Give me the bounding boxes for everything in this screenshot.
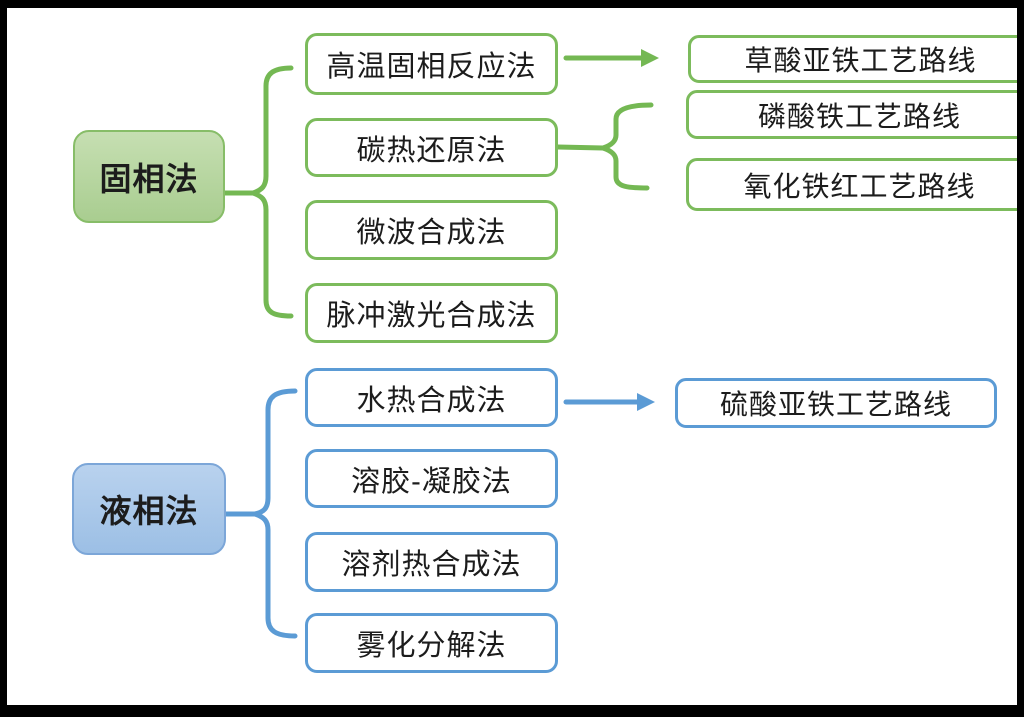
node-route-iron-oxide-red: 氧化铁红工艺路线 — [686, 158, 1017, 211]
node-method-solvothermal: 溶剂热合成法 — [305, 532, 558, 592]
node-method-pulsed-laser-synthesis: 脉冲激光合成法 — [305, 283, 558, 343]
brace-solid-methods-icon — [221, 65, 294, 319]
node-solid-phase-category: 固相法 — [73, 130, 225, 223]
node-method-carbothermal-reduction: 碳热还原法 — [305, 118, 558, 177]
brace-liquid-methods-icon — [223, 388, 298, 639]
arrow-green-icon — [563, 49, 659, 67]
node-liquid-phase-category: 液相法 — [72, 463, 226, 555]
brace-carbothermal-routes-icon — [555, 102, 654, 191]
diagram-canvas: 固相法 高温固相反应法 碳热还原法 微波合成法 脉冲激光合成法 草酸亚铁工艺路线… — [7, 8, 1017, 705]
node-method-hydrothermal: 水热合成法 — [305, 368, 558, 427]
node-method-high-temp-solid-state: 高温固相反应法 — [305, 33, 558, 95]
node-method-microwave-synthesis: 微波合成法 — [305, 200, 558, 260]
node-method-atomization-decomposition: 雾化分解法 — [305, 613, 558, 673]
node-route-ferrous-sulfate: 硫酸亚铁工艺路线 — [675, 378, 997, 428]
arrow-blue-icon — [563, 393, 655, 411]
node-route-ferrous-oxalate: 草酸亚铁工艺路线 — [688, 35, 1017, 83]
node-route-iron-phosphate: 磷酸铁工艺路线 — [686, 90, 1017, 139]
node-method-sol-gel: 溶胶-凝胶法 — [305, 449, 558, 508]
